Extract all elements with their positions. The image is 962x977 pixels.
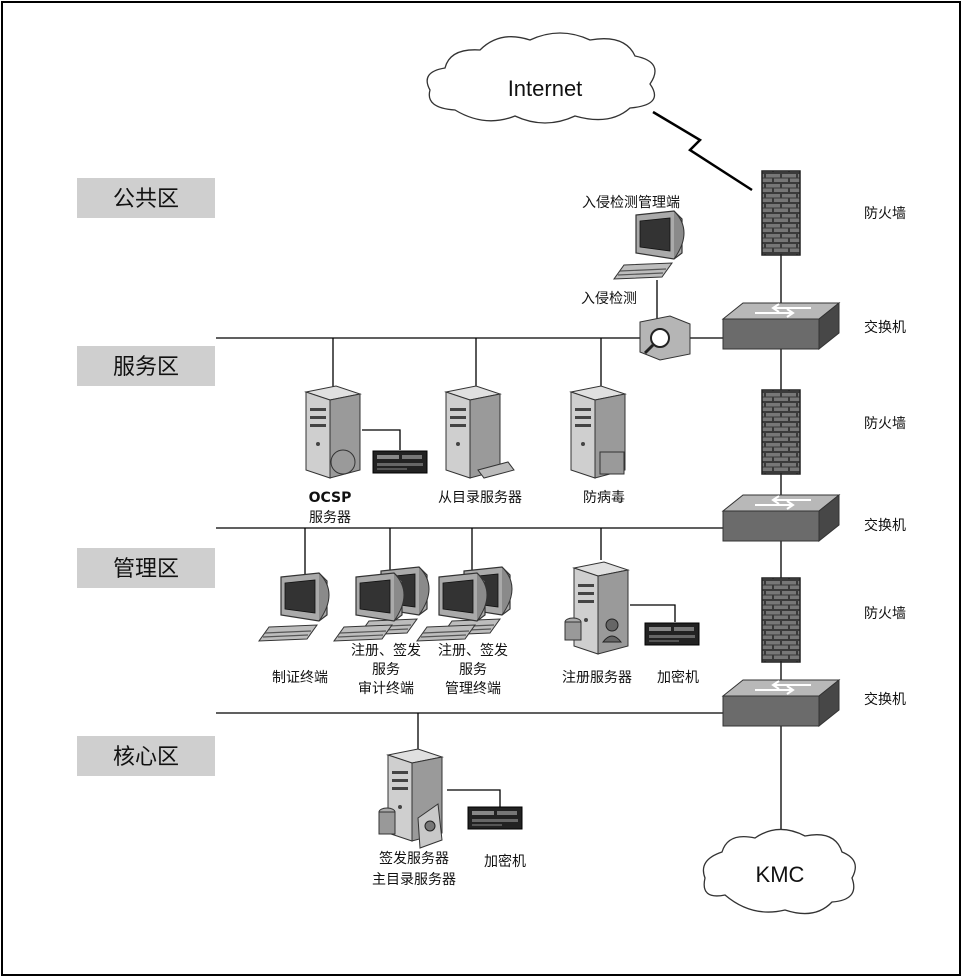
mgmt-terminal-label-3: 管理终端 [445,681,501,697]
core-encryptor-icon [467,806,523,830]
ocsp-label-2: 服务器 [309,510,351,526]
antivirus-server-icon [570,385,626,479]
registration-server-icon [564,561,629,655]
audit-terminal-label-2: 服务 [372,662,400,678]
audit-terminal-label-1: 注册、签发 [351,642,421,659]
sw3-label: 交换机 [864,691,906,708]
signing-server-label-2: 主目录服务器 [372,872,456,888]
fw1-label: 防火墙 [864,206,906,222]
fw2-label: 防火墙 [864,416,906,432]
slave-directory-label: 从目录服务器 [438,490,522,506]
ocsp-label: OCSP [309,490,352,506]
signing-server-icon [378,748,443,849]
mgmt-terminal-label-1: 注册、签发 [438,642,508,659]
slave-directory-server-icon [445,385,515,479]
switch-1-icon [722,302,840,350]
svg-text:服务区: 服务区 [113,355,179,380]
internet-cloud: Internet [426,32,656,124]
audit-terminal-label-3: 审计终端 [358,681,414,697]
fw3-label: 防火墙 [864,606,906,622]
mgmt-encryptor-label: 加密机 [657,669,699,686]
zone-management-label: 管理区 [77,548,215,588]
switch-2-icon [722,494,840,542]
zone-public-label: 公共区 [77,178,215,218]
ocsp-server-icon [305,385,361,479]
signing-server-label-1: 签发服务器 [379,850,449,867]
zone-service-label: 服务区 [77,346,215,386]
mgmt-encryptor-icon [644,622,700,646]
svg-text:KMC: KMC [756,862,805,887]
svg-text:核心区: 核心区 [113,745,179,770]
sw1-label: 交换机 [864,319,906,336]
ids-manager-label: 入侵检测管理端 [582,194,680,211]
internet-link [652,110,753,192]
kmc-cloud: KMC [702,828,856,915]
zone-core-label: 核心区 [77,736,215,776]
svg-text:公共区: 公共区 [113,187,179,212]
firewall-1-icon [761,170,801,256]
ids-label: 入侵检测 [581,290,637,307]
mgmt-terminal-label-2: 服务 [459,662,487,678]
firewall-3-icon [761,577,801,663]
core-encryptor-label: 加密机 [484,853,526,870]
cert-terminal-label: 制证终端 [272,670,328,686]
ids-sensor-icon [639,315,691,361]
svg-text:管理区: 管理区 [113,557,179,582]
sw2-label: 交换机 [864,517,906,534]
ocsp-encryptor-icon [372,450,428,474]
svg-text:Internet: Internet [508,76,583,101]
registration-server-label: 注册服务器 [562,670,632,686]
switch-3-icon [722,679,840,727]
firewall-2-icon [761,389,801,475]
antivirus-label: 防病毒 [583,490,625,506]
